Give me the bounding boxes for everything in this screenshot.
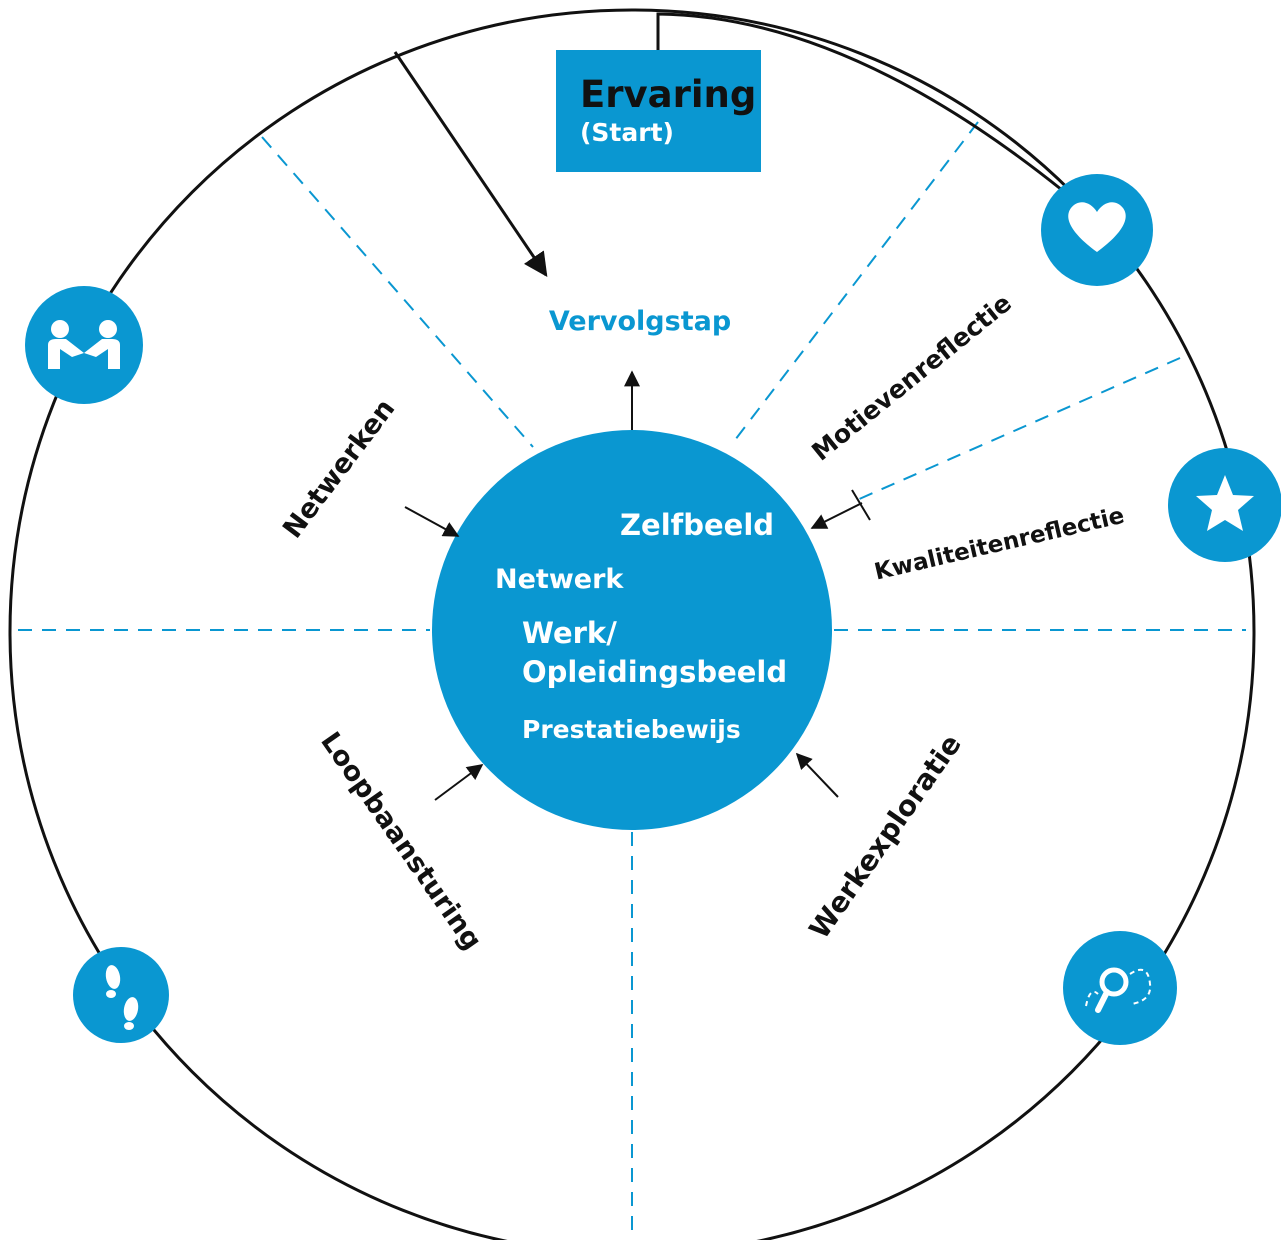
center-item-opleidingsbeeld: Opleidingsbeeld bbox=[522, 655, 787, 689]
qualities-tick bbox=[851, 489, 871, 521]
handshake-icon bbox=[25, 286, 143, 404]
next-step-label: Vervolgstap bbox=[549, 306, 731, 337]
segment-label-qualities: Kwaliteitenreflectie bbox=[872, 503, 1127, 586]
arrow-from-career-steering bbox=[434, 764, 484, 801]
arrow-to-next-step bbox=[393, 51, 548, 277]
center-item-zelfbeeld: Zelfbeeld bbox=[620, 508, 774, 542]
divider-top-left bbox=[261, 136, 534, 448]
heart-icon bbox=[1041, 174, 1153, 286]
start-box-subtitle: (Start) bbox=[580, 118, 674, 147]
center-item-prestatiebewijs: Prestatiebewijs bbox=[522, 715, 741, 744]
outer-circle bbox=[8, 8, 1256, 1240]
center-item-werk: Werk/ bbox=[522, 616, 617, 650]
start-box bbox=[556, 50, 761, 172]
segment-label-work-exploration: Werkexploratie bbox=[803, 728, 968, 944]
segment-label-networking: Netwerken bbox=[277, 394, 401, 545]
arrow-from-work-exploration bbox=[795, 752, 839, 798]
arrow-from-networking bbox=[404, 506, 460, 537]
segment-dividers bbox=[18, 121, 1246, 1240]
center-item-netwerk: Netwerk bbox=[495, 564, 624, 595]
segment-label-career-steering: Loopbaansturing bbox=[314, 727, 487, 956]
center-circle bbox=[432, 430, 832, 830]
footsteps-icon bbox=[73, 947, 169, 1043]
star-icon bbox=[1168, 448, 1281, 562]
start-box-title: Ervaring bbox=[580, 73, 756, 116]
arrow-from-qualities bbox=[810, 502, 863, 529]
divider-top-right bbox=[734, 121, 979, 441]
segment-label-motives: Motievenreflectie bbox=[806, 288, 1017, 466]
magnifier-path-icon bbox=[1063, 931, 1177, 1045]
start-connector bbox=[656, 12, 1063, 192]
divider-right-upper bbox=[856, 357, 1181, 501]
